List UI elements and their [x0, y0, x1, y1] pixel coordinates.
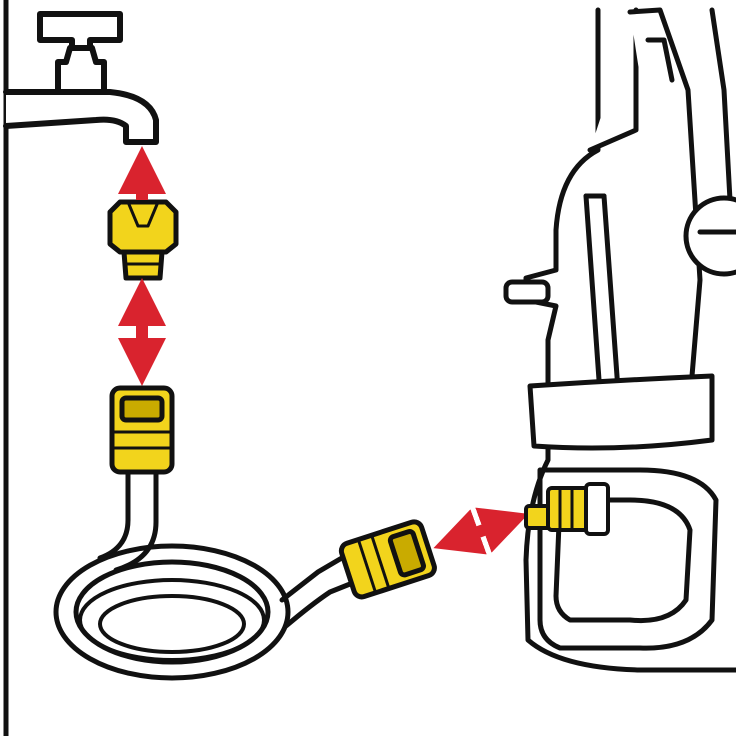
coiled-garden-hose — [53, 469, 363, 681]
hose-coupling-top — [109, 385, 175, 475]
water-tap — [3, 11, 159, 145]
tap-adapter — [107, 199, 179, 281]
hose-coupling-bottom — [338, 519, 437, 600]
pressure-washer-body — [503, 7, 736, 673]
machine-water-inlet — [524, 482, 610, 536]
arrow-coupling-to-inlet — [433, 507, 529, 555]
